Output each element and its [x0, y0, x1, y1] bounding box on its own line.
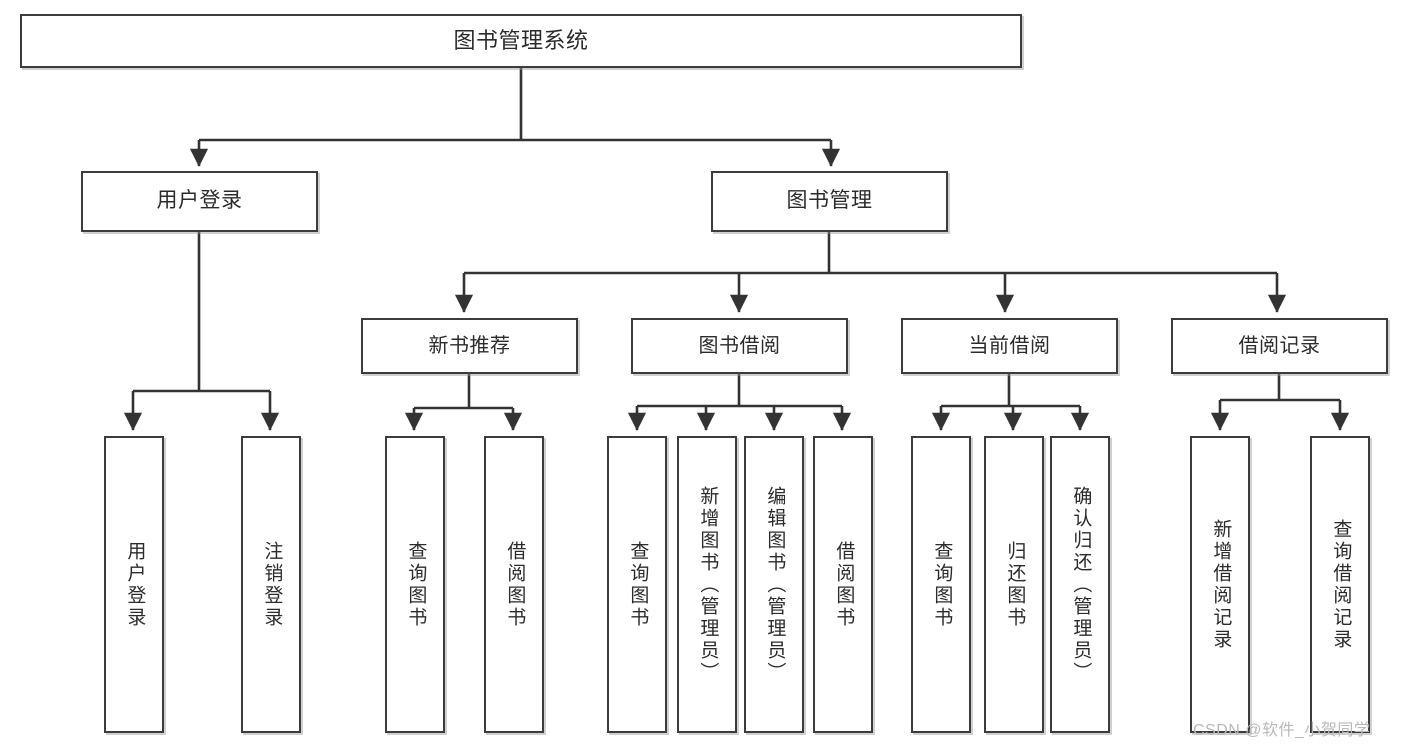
- node-leaf-add-book-label: 新增图书（管理员）: [697, 485, 719, 684]
- csdn-watermark: CSDN @软件_小贺同学: [1193, 722, 1371, 739]
- node-root[interactable]: 图书管理系统: [20, 14, 1022, 68]
- node-leaf-borrow-book-2[interactable]: 借阅图书: [813, 436, 873, 733]
- node-leaf-query-book-1-label: 查询图书: [405, 540, 427, 629]
- node-leaf-user-login-label: 用户登录: [124, 540, 146, 629]
- node-leaf-query-book-2[interactable]: 查询图书: [607, 436, 667, 733]
- node-leaf-query-record[interactable]: 查询借阅记录: [1310, 436, 1370, 733]
- node-borrow-record-label: 借阅记录: [1238, 334, 1321, 357]
- node-leaf-confirm-return[interactable]: 确认归还（管理员）: [1050, 436, 1110, 733]
- node-leaf-add-record-label: 新增借阅记录: [1210, 518, 1232, 651]
- node-current-borrow[interactable]: 当前借阅: [901, 318, 1118, 374]
- node-leaf-query-record-label: 查询借阅记录: [1330, 518, 1352, 651]
- node-book-borrow-label: 图书借阅: [698, 334, 781, 357]
- node-book-borrow[interactable]: 图书借阅: [631, 318, 848, 374]
- node-leaf-borrow-book-1-label: 借阅图书: [504, 540, 526, 629]
- node-leaf-edit-book-label: 编辑图书（管理员）: [764, 485, 786, 684]
- node-leaf-query-book-3-label: 查询图书: [931, 540, 953, 629]
- node-new-book-recommend[interactable]: 新书推荐: [361, 318, 578, 374]
- node-current-borrow-label: 当前借阅: [968, 334, 1051, 357]
- node-borrow-record[interactable]: 借阅记录: [1171, 318, 1388, 374]
- node-leaf-query-book-1[interactable]: 查询图书: [385, 436, 445, 733]
- node-leaf-edit-book[interactable]: 编辑图书（管理员）: [744, 436, 804, 733]
- node-leaf-confirm-return-label: 确认归还（管理员）: [1070, 485, 1092, 684]
- node-user-login[interactable]: 用户登录: [81, 171, 318, 232]
- node-leaf-add-record[interactable]: 新增借阅记录: [1190, 436, 1250, 733]
- node-leaf-return-book-label: 归还图书: [1004, 540, 1026, 629]
- node-leaf-borrow-book-2-label: 借阅图书: [833, 540, 855, 629]
- node-book-management[interactable]: 图书管理: [711, 171, 948, 232]
- node-leaf-return-book[interactable]: 归还图书: [984, 436, 1044, 733]
- node-leaf-query-book-3[interactable]: 查询图书: [911, 436, 971, 733]
- node-user-login-label: 用户登录: [156, 189, 243, 213]
- node-new-book-recommend-label: 新书推荐: [428, 334, 511, 357]
- node-leaf-query-book-2-label: 查询图书: [627, 540, 649, 629]
- node-leaf-borrow-book-1[interactable]: 借阅图书: [484, 436, 544, 733]
- node-leaf-add-book[interactable]: 新增图书（管理员）: [677, 436, 737, 733]
- node-root-label: 图书管理系统: [453, 28, 589, 54]
- node-leaf-user-login[interactable]: 用户登录: [104, 436, 164, 733]
- node-leaf-logout[interactable]: 注销登录: [241, 436, 301, 733]
- node-leaf-logout-label: 注销登录: [261, 540, 283, 629]
- node-book-management-label: 图书管理: [786, 189, 873, 213]
